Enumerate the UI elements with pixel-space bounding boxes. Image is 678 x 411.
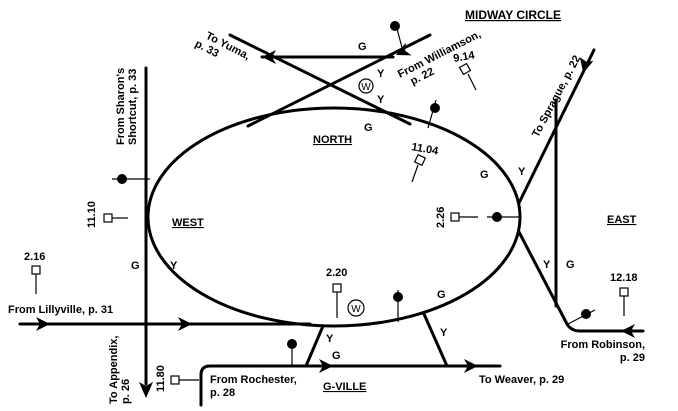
signal-rochester: [287, 339, 297, 366]
svg-text:To Appendix,: To Appendix,: [108, 336, 120, 404]
from-robinson-label: From Robinson,p. 29: [561, 339, 645, 364]
track-label-y: Y: [518, 166, 526, 178]
arrow-lillyville-icon: [36, 317, 50, 331]
track-label-g: G: [358, 41, 367, 53]
milepost-marker-2-16: [31, 265, 41, 294]
track-rochester-weaver: [199, 364, 502, 407]
milepost-11-10: 11.10: [86, 201, 98, 228]
svg-text:W: W: [351, 304, 361, 315]
arrow-from-robinson-icon: [621, 324, 635, 338]
svg-text:p. 29: p. 29: [620, 352, 645, 364]
arrow-to-yuma-icon: [262, 50, 276, 64]
signal-west: [112, 174, 150, 184]
svg-text:W: W: [361, 82, 371, 93]
arrow-lillyville-2-icon: [178, 317, 192, 331]
track-label-g: G: [131, 260, 140, 272]
to-appendix-label: To Appendix,p. 26: [108, 336, 132, 404]
arrow-to-weaver-icon: [464, 359, 478, 373]
milepost-marker-2-26: [450, 212, 478, 222]
svg-text:From Rochester,: From Rochester,: [210, 374, 297, 386]
milepost-12-18: 12.18: [610, 272, 638, 284]
arrow-to-appendix-icon: [139, 382, 153, 398]
milepost-11-80: 11.80: [155, 365, 167, 392]
to-yuma-label: To Yuma,p. 33: [193, 30, 252, 62]
signal-east: [487, 212, 519, 222]
track-label-y: Y: [440, 327, 448, 339]
track-from-robinson: [517, 230, 645, 333]
signal-south: [393, 290, 403, 322]
arrow-gville-icon: [319, 359, 333, 373]
svg-text:p. 28: p. 28: [210, 387, 235, 399]
from-rochester-label: From Rochester,p. 28: [210, 374, 297, 399]
track-label-g: G: [332, 350, 341, 362]
track-label-g: G: [437, 289, 446, 301]
milepost-9-14: 9.14: [452, 49, 476, 65]
water-symbol-north: W: [358, 78, 374, 94]
area-north-label: NORTH: [313, 134, 352, 146]
track-gville-spur-east: [422, 312, 449, 368]
svg-text:From Robinson,: From Robinson,: [561, 339, 645, 351]
milepost-marker-11-10: [103, 213, 128, 223]
svg-text:Shortcut, p. 33: Shortcut, p. 33: [127, 69, 139, 145]
track-label-y: Y: [326, 333, 334, 345]
track-label-y: Y: [377, 68, 385, 80]
milepost-2-26: 2.26: [435, 207, 447, 228]
water-symbol-south: W: [347, 299, 365, 317]
from-lillyville-label: From Lillyville, p. 31: [8, 304, 113, 316]
signal-williamson: [390, 21, 405, 56]
milepost-2-20: 2.20: [326, 267, 347, 279]
area-gville-label: G-VILLE: [323, 381, 366, 393]
svg-text:From Sharon's: From Sharon's: [115, 68, 127, 145]
arrow-to-sprague-icon: [579, 57, 594, 73]
area-west-label: WEST: [172, 217, 204, 229]
arrow-from-williamson-icon: [396, 42, 412, 56]
signal-north: [427, 99, 440, 129]
diagram-title: MIDWAY CIRCLE: [465, 8, 561, 22]
track-label-y: Y: [377, 94, 385, 106]
track-label-g: G: [566, 259, 575, 271]
milepost-marker-11-04: [411, 153, 427, 183]
area-east-label: EAST: [607, 214, 637, 226]
track-label-y: Y: [170, 260, 178, 272]
track-label-g: G: [480, 169, 489, 181]
to-weaver-label: To Weaver, p. 29: [479, 374, 564, 386]
midway-loop-track: [146, 106, 522, 328]
track-from-williamson: [246, 33, 432, 128]
milepost-11-04: 11.04: [410, 141, 439, 158]
milepost-marker-11-80: [170, 375, 199, 385]
track-gville-spur-west: [304, 324, 325, 368]
svg-text:p. 26: p. 26: [120, 379, 132, 404]
milepost-2-16: 2.16: [24, 251, 45, 263]
track-label-g: G: [364, 122, 373, 134]
milepost-marker-12-18: [619, 287, 629, 316]
track-label-y: Y: [543, 259, 551, 271]
signal-robinson: [567, 309, 596, 325]
track-to-yuma-diagonal: [228, 33, 412, 126]
milepost-marker-9-14: [458, 62, 477, 91]
milepost-marker-2-20: [332, 283, 342, 318]
